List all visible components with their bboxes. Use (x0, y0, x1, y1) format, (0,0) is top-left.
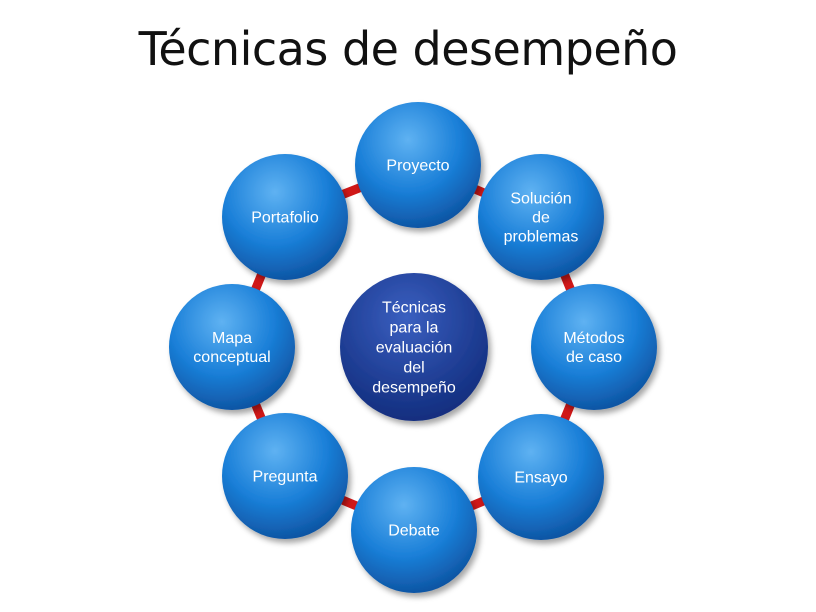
node-label-solucion-de-problemas-line-3: problemas (504, 229, 579, 246)
node-solucion-de-problemas: Solución de problemas (478, 154, 604, 280)
node-label-metodos-de-caso-line-2: de caso (566, 349, 622, 366)
node-circle-portafolio (222, 154, 348, 280)
center-label-line-2: para la (390, 320, 439, 337)
center-label-line-1: Técnicas (382, 300, 446, 317)
node-label-debate-line-1: Debate (388, 523, 440, 540)
node-proyecto: Proyecto (355, 102, 481, 228)
node-mapa-conceptual: Mapa conceptual (169, 284, 295, 410)
node-ensayo: Ensayo (478, 414, 604, 540)
node-circle-ensayo (478, 414, 604, 540)
node-circle-proyecto (355, 102, 481, 228)
node-label-mapa-conceptual-line-2: conceptual (193, 349, 270, 366)
node-label-ensayo-line-1: Ensayo (514, 470, 567, 487)
center-label-line-5: desempeño (372, 380, 456, 397)
node-label-proyecto-line-1: Proyecto (386, 158, 449, 175)
node-portafolio: Portafolio (222, 154, 348, 280)
center-circle (340, 273, 488, 421)
node-circle-mapa-conceptual (169, 284, 295, 410)
node-circle-debate (351, 467, 477, 593)
node-circle-solucion-de-problemas (478, 154, 604, 280)
node-label-solucion-de-problemas-line-2: de (532, 210, 550, 227)
center-label-line-4: del (403, 360, 424, 377)
node-label-metodos-de-caso-line-1: Métodos (563, 330, 624, 347)
node-circle-pregunta (222, 413, 348, 539)
node-label-solucion-de-problemas-line-1: Solución (510, 191, 571, 208)
node-label-pregunta-line-1: Pregunta (253, 469, 318, 486)
node-label-mapa-conceptual-line-1: Mapa (212, 330, 252, 347)
diagram-title: Técnicas de desempeño (138, 22, 678, 76)
center-label-line-3: evaluación (376, 340, 453, 357)
center-node: Técnicas para la evaluación del desempeño (340, 273, 488, 421)
node-metodos-de-caso: Métodos de caso (531, 284, 657, 410)
node-label-portafolio-line-1: Portafolio (251, 210, 319, 227)
node-pregunta: Pregunta (222, 413, 348, 539)
node-circle-metodos-de-caso (531, 284, 657, 410)
node-debate: Debate (351, 467, 477, 593)
